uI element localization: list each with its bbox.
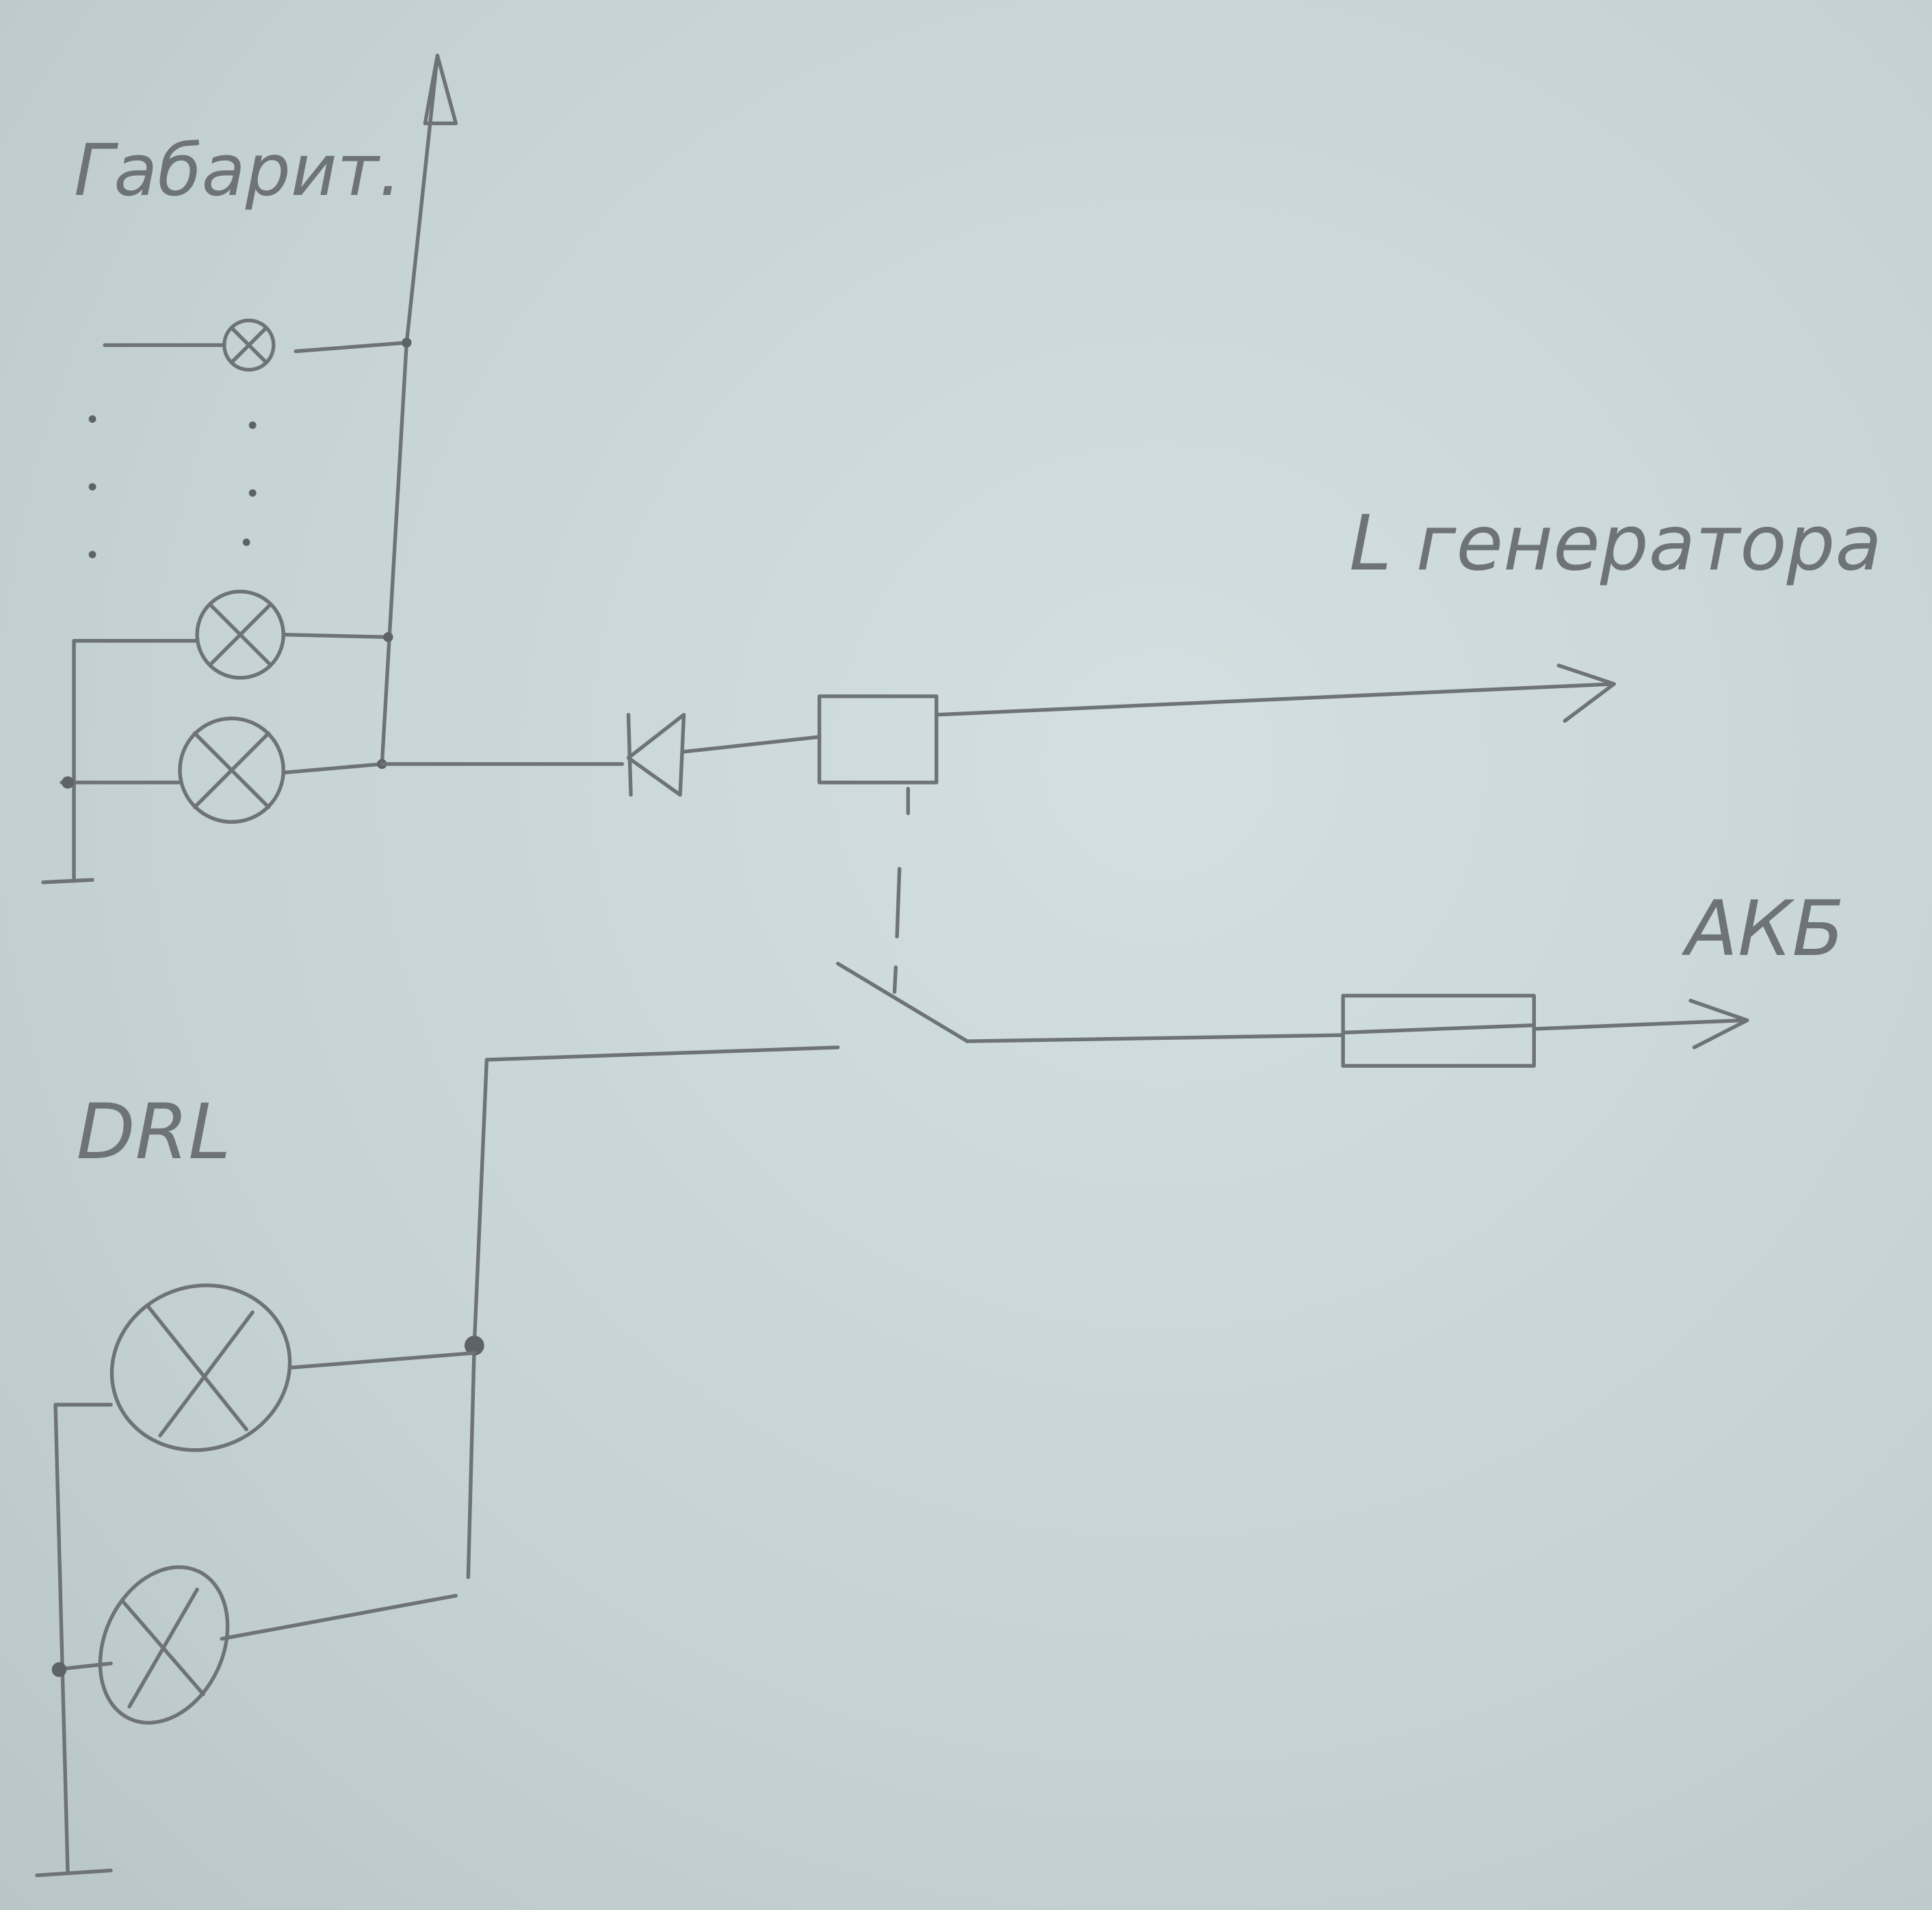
label-drl: DRL (77, 1088, 231, 1177)
diode (626, 713, 686, 797)
parking-lamp-2 (72, 589, 393, 680)
drl-feed-wire (466, 1045, 840, 1580)
label-parking-lights: Габарит. (74, 129, 402, 212)
drl-lamp-2 (98, 1565, 458, 1725)
fuse (1341, 993, 1536, 1068)
wire-to-generator-arrow (935, 664, 1617, 723)
relay-linkage-dashed (892, 787, 911, 994)
parking-lamp-1 (103, 318, 412, 372)
label-battery: АКБ (1682, 885, 1844, 973)
ground-2 (35, 1402, 113, 1878)
label-generator: L генератора (1349, 499, 1882, 588)
drl-lamp-1 (109, 1283, 477, 1452)
drl-junction (464, 1335, 484, 1356)
ground-1 (41, 639, 94, 885)
wire-to-fuse (965, 1033, 1345, 1043)
parking-lamp-3 (60, 716, 387, 824)
relay-switch-contact (835, 961, 969, 1043)
wire-to-battery-arrow (1532, 998, 1749, 1049)
continuation-dots (88, 415, 257, 559)
wire-to-relay (681, 735, 822, 754)
relay-coil (817, 694, 939, 785)
